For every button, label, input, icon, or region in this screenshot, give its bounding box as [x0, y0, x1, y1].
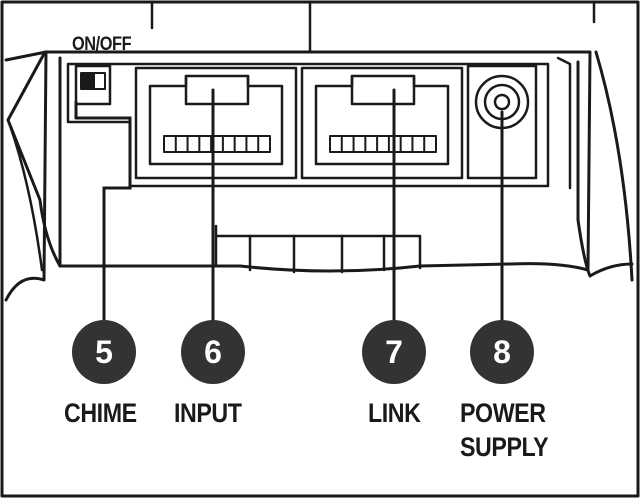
chime-switch-knob	[81, 73, 95, 89]
callout-number-5: 5	[95, 334, 113, 370]
callout-circle-5	[72, 320, 136, 384]
link-port-frame	[300, 66, 464, 180]
chime-leader-line	[74, 116, 132, 322]
power-label: POWER	[460, 398, 546, 428]
housing-right-inner	[556, 56, 572, 190]
callout-circle-6	[181, 320, 245, 384]
power-jack-pin	[493, 93, 511, 111]
callout-number-8: 8	[493, 334, 511, 370]
link-port-latch	[350, 74, 416, 106]
link-port-pins	[329, 135, 437, 153]
callout-number-7: 7	[385, 334, 403, 370]
input-label: INPUT	[174, 398, 242, 428]
port-pin-lines	[174, 136, 426, 152]
input-port-pins	[163, 135, 271, 153]
switch-label: ON/OFF	[72, 34, 132, 55]
chime-label: CHIME	[64, 398, 137, 428]
callout-circle-8	[470, 320, 534, 384]
input-port-latch	[184, 74, 250, 106]
input-port-frame	[134, 66, 298, 180]
housing-right-lip	[576, 60, 634, 278]
bottom-clip	[214, 224, 422, 270]
callout-number-6: 6	[204, 334, 222, 370]
link-label: LINK	[368, 398, 421, 428]
housing-left-side	[4, 50, 48, 302]
callout-circle-7	[362, 320, 426, 384]
housing-right-side	[594, 50, 634, 282]
supply-label: SUPPLY	[460, 432, 549, 462]
housing-left-curve	[6, 118, 44, 272]
